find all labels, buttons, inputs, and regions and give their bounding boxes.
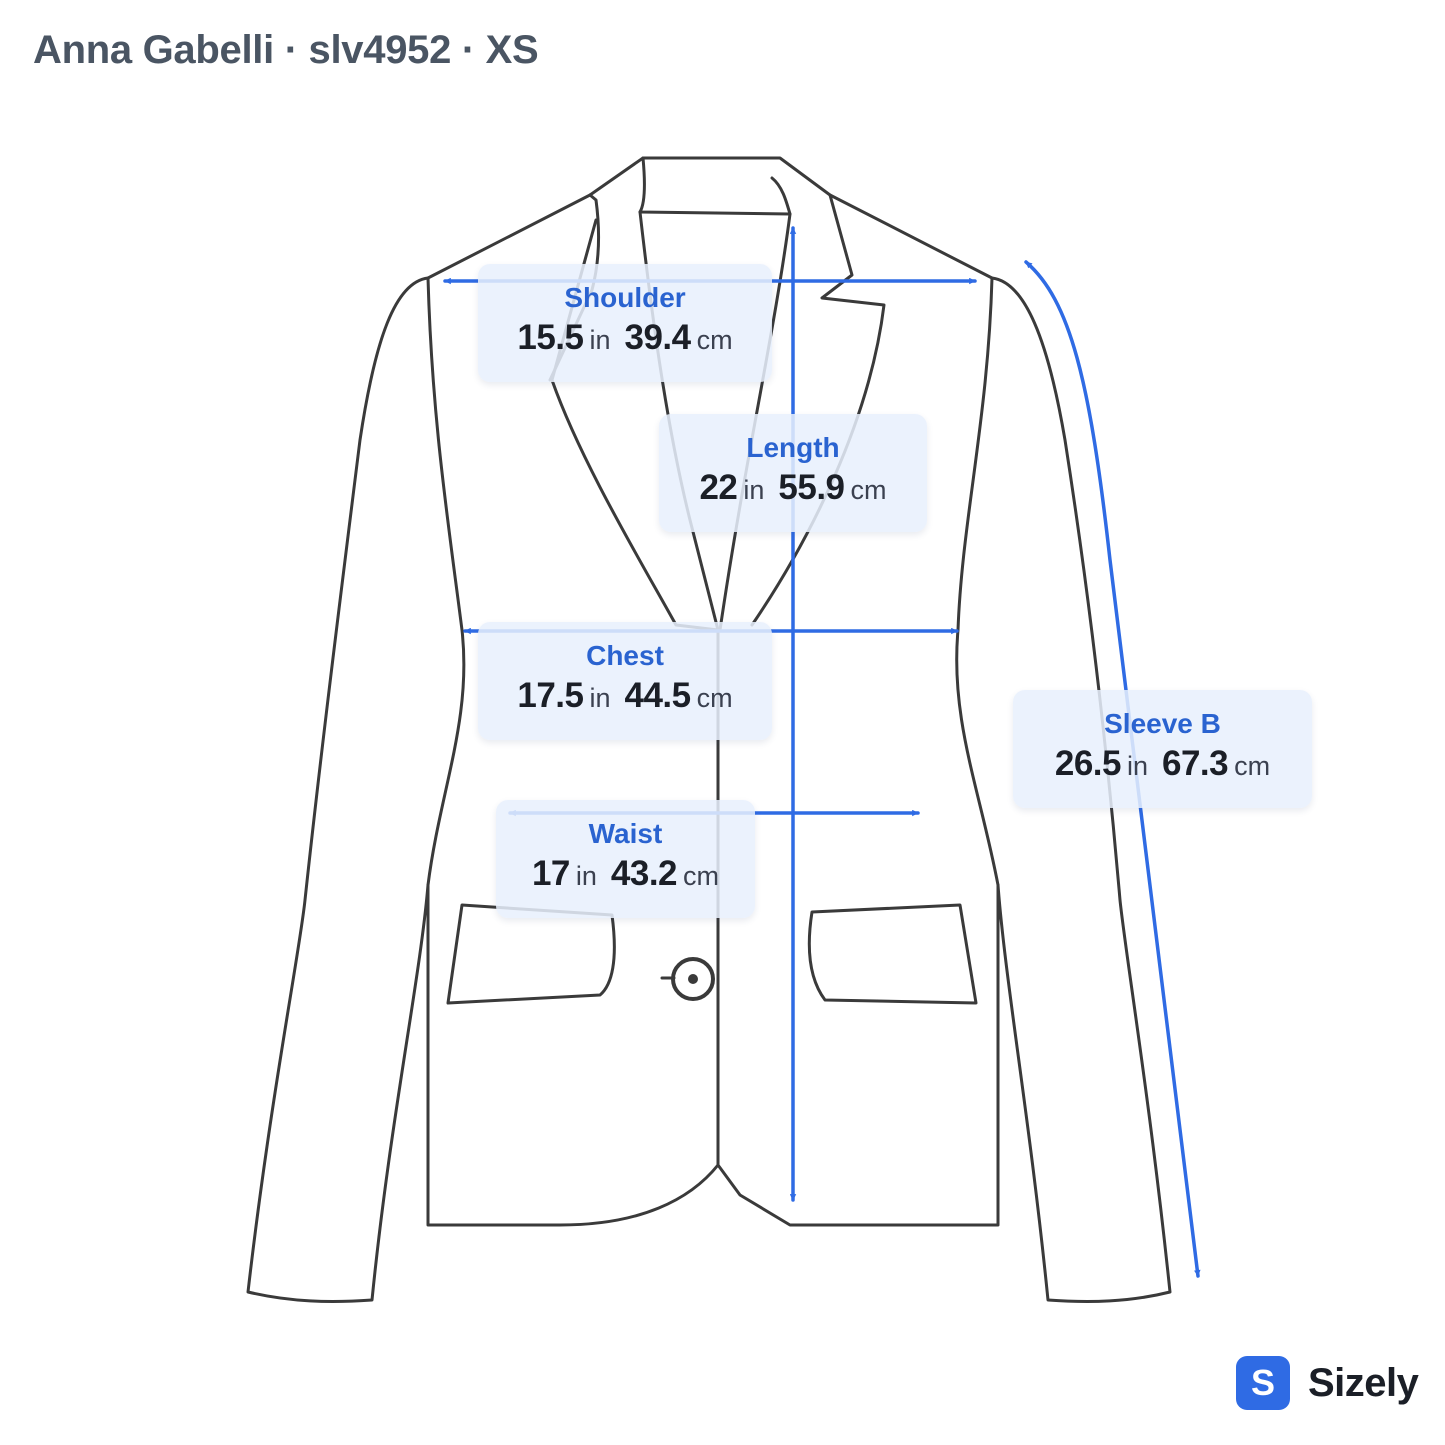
length-in-value: 22 (699, 468, 738, 507)
collar-back (638, 156, 792, 216)
waist-in-unit: in (575, 861, 597, 891)
lapel-left (550, 218, 720, 632)
waist-cm-unit: cm (683, 861, 720, 891)
waist-cm-value: 43.2 (610, 854, 678, 893)
shoulder-in-value: 15.5 (517, 318, 584, 357)
sizely-logo-icon: S (1236, 1356, 1290, 1410)
chest-cm-unit: cm (696, 683, 733, 713)
sleeve-label: Sleeve B (1104, 708, 1221, 739)
left-pocket (446, 903, 616, 1005)
length-cm-value: 55.9 (778, 468, 845, 507)
shoulder-in-unit: in (589, 325, 611, 355)
brand-logo: S Sizely (1236, 1356, 1419, 1410)
chest-label: Chest (586, 640, 664, 671)
shoulder-cm-unit: cm (696, 325, 733, 355)
sleeve-cm-value: 67.3 (1162, 744, 1229, 783)
sleeve-in-unit: in (1126, 751, 1148, 781)
chest-in-value: 17.5 (517, 676, 584, 715)
page-title: Anna Gabelli · slv4952 · XS (33, 28, 539, 72)
shoulder-label: Shoulder (564, 282, 686, 313)
sleeve-cm-unit: cm (1234, 751, 1271, 781)
left-sleeve-outline (246, 276, 430, 1303)
body-outline (426, 156, 1000, 1227)
shoulder-cm-value: 39.4 (624, 318, 692, 357)
right-pocket (807, 903, 978, 1005)
length-label: Length (746, 432, 840, 463)
sleeve-arrow (1024, 260, 1201, 1278)
lapel-right (750, 193, 886, 627)
button-center (688, 974, 698, 984)
waist-in-value: 17 (531, 854, 570, 893)
length-cm-unit: cm (850, 475, 887, 505)
chest-cm-value: 44.5 (624, 676, 692, 715)
lapel-right-inner (718, 212, 792, 632)
sleeve-in-value: 26.5 (1054, 744, 1122, 783)
waist-label: Waist (588, 818, 663, 849)
length-in-unit: in (743, 475, 765, 505)
chest-in-unit: in (589, 683, 611, 713)
brand-name: Sizely (1308, 1360, 1419, 1405)
